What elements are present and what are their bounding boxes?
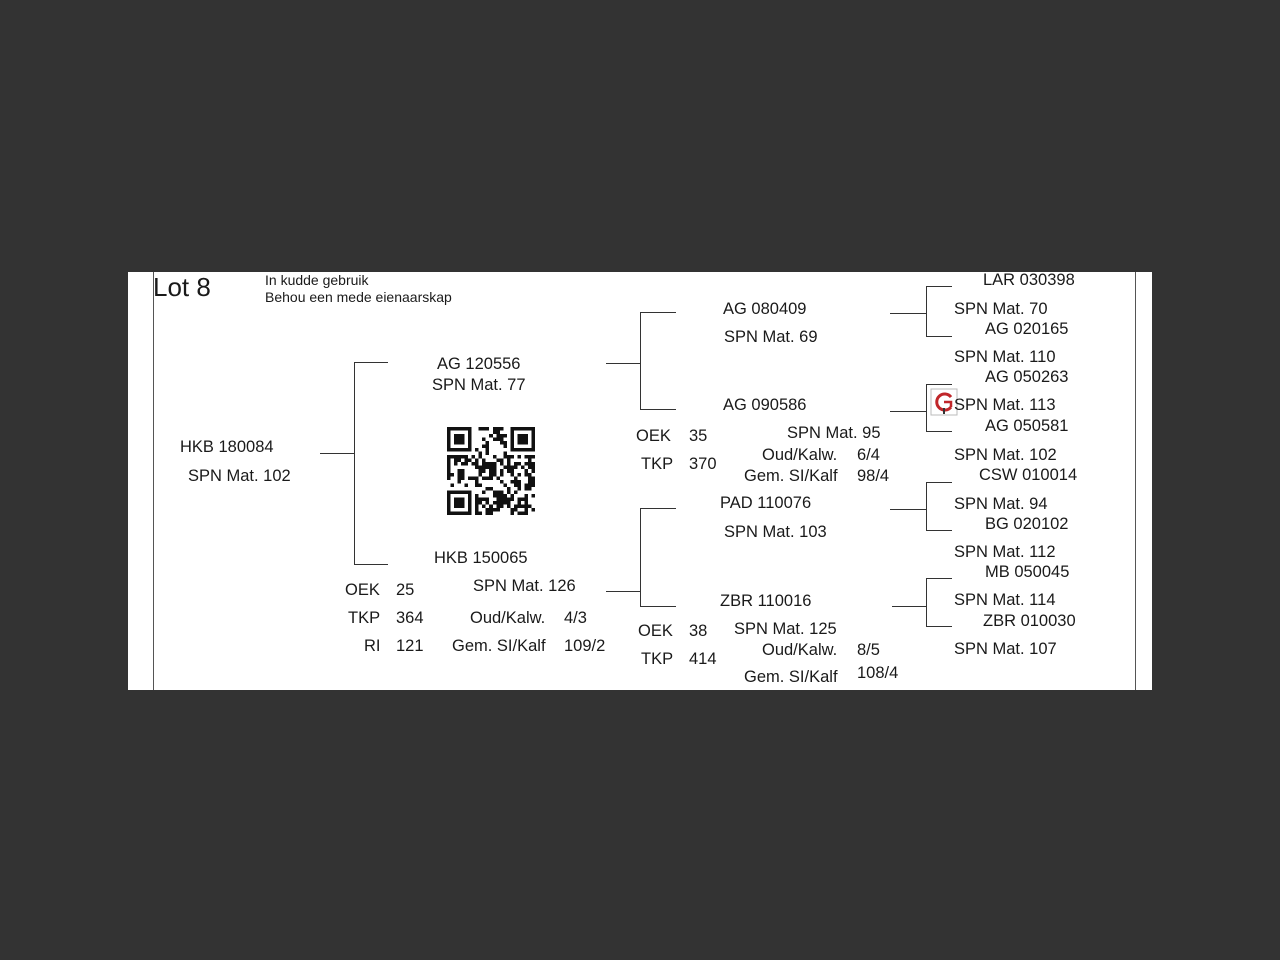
dam-tkp-label: TKP <box>348 609 381 627</box>
connector <box>926 530 952 531</box>
animal-id: HKB 180084 <box>180 438 274 456</box>
dd-oek-label: OEK <box>638 622 673 640</box>
ds-mat: SPN Mat. 103 <box>724 523 827 541</box>
dd-oudkalw-label: Oud/Kalw. <box>762 641 838 659</box>
connector <box>640 312 676 313</box>
sd-oek: 35 <box>689 427 708 445</box>
sd-tkp-label: TKP <box>641 455 674 473</box>
dss-mat: SPN Mat. 94 <box>954 495 1048 513</box>
dd-gemsi: 108/4 <box>857 664 899 682</box>
dam-tkp: 364 <box>396 609 424 627</box>
ds-id: PAD 110076 <box>720 494 812 512</box>
dd-mat: SPN Mat. 125 <box>734 620 837 638</box>
ownership-note: Behou een mede eienaarskap <box>265 289 452 305</box>
connector <box>354 564 388 565</box>
connector <box>890 411 926 412</box>
dd-gemsi-label: Gem. SI/Kalf <box>744 668 838 686</box>
left-margin-rule <box>153 272 154 690</box>
connector <box>926 482 927 530</box>
connector <box>640 409 676 410</box>
connector <box>926 578 927 626</box>
connector <box>926 336 952 337</box>
lot-title: Lot 8 <box>153 272 211 302</box>
connector <box>640 606 676 607</box>
dam-oudkalw: 4/3 <box>564 609 587 627</box>
dsd-mat: SPN Mat. 112 <box>954 543 1056 561</box>
dds-mat: SPN Mat. 114 <box>954 591 1056 609</box>
connector <box>926 626 952 627</box>
sdd-id: AG 050581 <box>985 417 1069 435</box>
connector <box>926 384 952 385</box>
dd-oek: 38 <box>689 622 708 640</box>
dds-id: MB 050045 <box>985 563 1070 581</box>
dd-tkp-label: TKP <box>641 650 674 668</box>
ssd-id: AG 020165 <box>985 320 1069 338</box>
dd-id: ZBR 110016 <box>720 592 812 610</box>
sds-mat: SPN Mat. 113 <box>954 396 1056 414</box>
qr-code-icon <box>447 427 535 515</box>
right-margin-rule <box>1135 272 1136 690</box>
animal-mat: SPN Mat. 102 <box>188 467 291 485</box>
connector <box>926 286 927 336</box>
connector <box>890 509 926 510</box>
connector <box>890 313 926 314</box>
connector <box>640 508 676 509</box>
connector <box>320 453 354 454</box>
dam-oudkalw-label: Oud/Kalw. <box>470 609 546 627</box>
dam-mat: SPN Mat. 126 <box>473 577 576 595</box>
dam-gemsi: 109/2 <box>564 637 606 655</box>
dss-id: CSW 010014 <box>979 466 1078 484</box>
dam-id: HKB 150065 <box>434 549 528 567</box>
usage-note: In kudde gebruik <box>265 272 369 288</box>
sdd-mat: SPN Mat. 102 <box>954 446 1057 464</box>
connector <box>354 362 388 363</box>
sss-id: LAR 030398 <box>983 272 1075 289</box>
sd-tkp: 370 <box>689 455 717 473</box>
sd-oudkalw: 6/4 <box>857 446 880 464</box>
sd-mat: SPN Mat. 95 <box>787 424 881 442</box>
ss-mat: SPN Mat. 69 <box>724 328 818 346</box>
dam-ri: 121 <box>396 637 424 655</box>
ddd-mat: SPN Mat. 107 <box>954 640 1057 658</box>
sds-id: AG 050263 <box>985 368 1069 386</box>
sd-gemsi: 98/4 <box>857 467 890 485</box>
sd-gemsi-label: Gem. SI/Kalf <box>744 467 838 485</box>
connector <box>926 384 927 431</box>
dam-gemsi-label: Gem. SI/Kalf <box>452 637 546 655</box>
sd-oudkalw-label: Oud/Kalw. <box>762 446 838 464</box>
dd-tkp: 414 <box>689 650 717 668</box>
connector <box>640 508 641 606</box>
pedigree-sheet: Lot 8 In kudde gebruik Behou een mede ei… <box>128 272 1152 690</box>
connector <box>606 591 640 592</box>
sss-mat: SPN Mat. 70 <box>954 300 1048 318</box>
sire-id: AG 120556 <box>437 355 521 373</box>
ss-id: AG 080409 <box>723 300 807 318</box>
connector <box>926 482 952 483</box>
ssd-mat: SPN Mat. 110 <box>954 348 1056 366</box>
dsd-id: BG 020102 <box>985 515 1069 533</box>
ddd-id: ZBR 010030 <box>983 612 1076 630</box>
connector <box>354 362 355 564</box>
dam-ri-label: RI <box>364 637 381 655</box>
dd-oudkalw: 8/5 <box>857 641 880 659</box>
connector <box>606 363 640 364</box>
dam-oek-label: OEK <box>345 581 380 599</box>
connector <box>926 431 952 432</box>
sd-oek-label: OEK <box>636 427 671 445</box>
dam-oek: 25 <box>396 581 415 599</box>
connector <box>926 578 952 579</box>
connector <box>926 286 952 287</box>
logo-stamp-icon <box>930 388 958 416</box>
sd-id: AG 090586 <box>723 396 807 414</box>
sire-mat: SPN Mat. 77 <box>432 376 526 394</box>
connector <box>640 312 641 409</box>
connector <box>892 606 926 607</box>
